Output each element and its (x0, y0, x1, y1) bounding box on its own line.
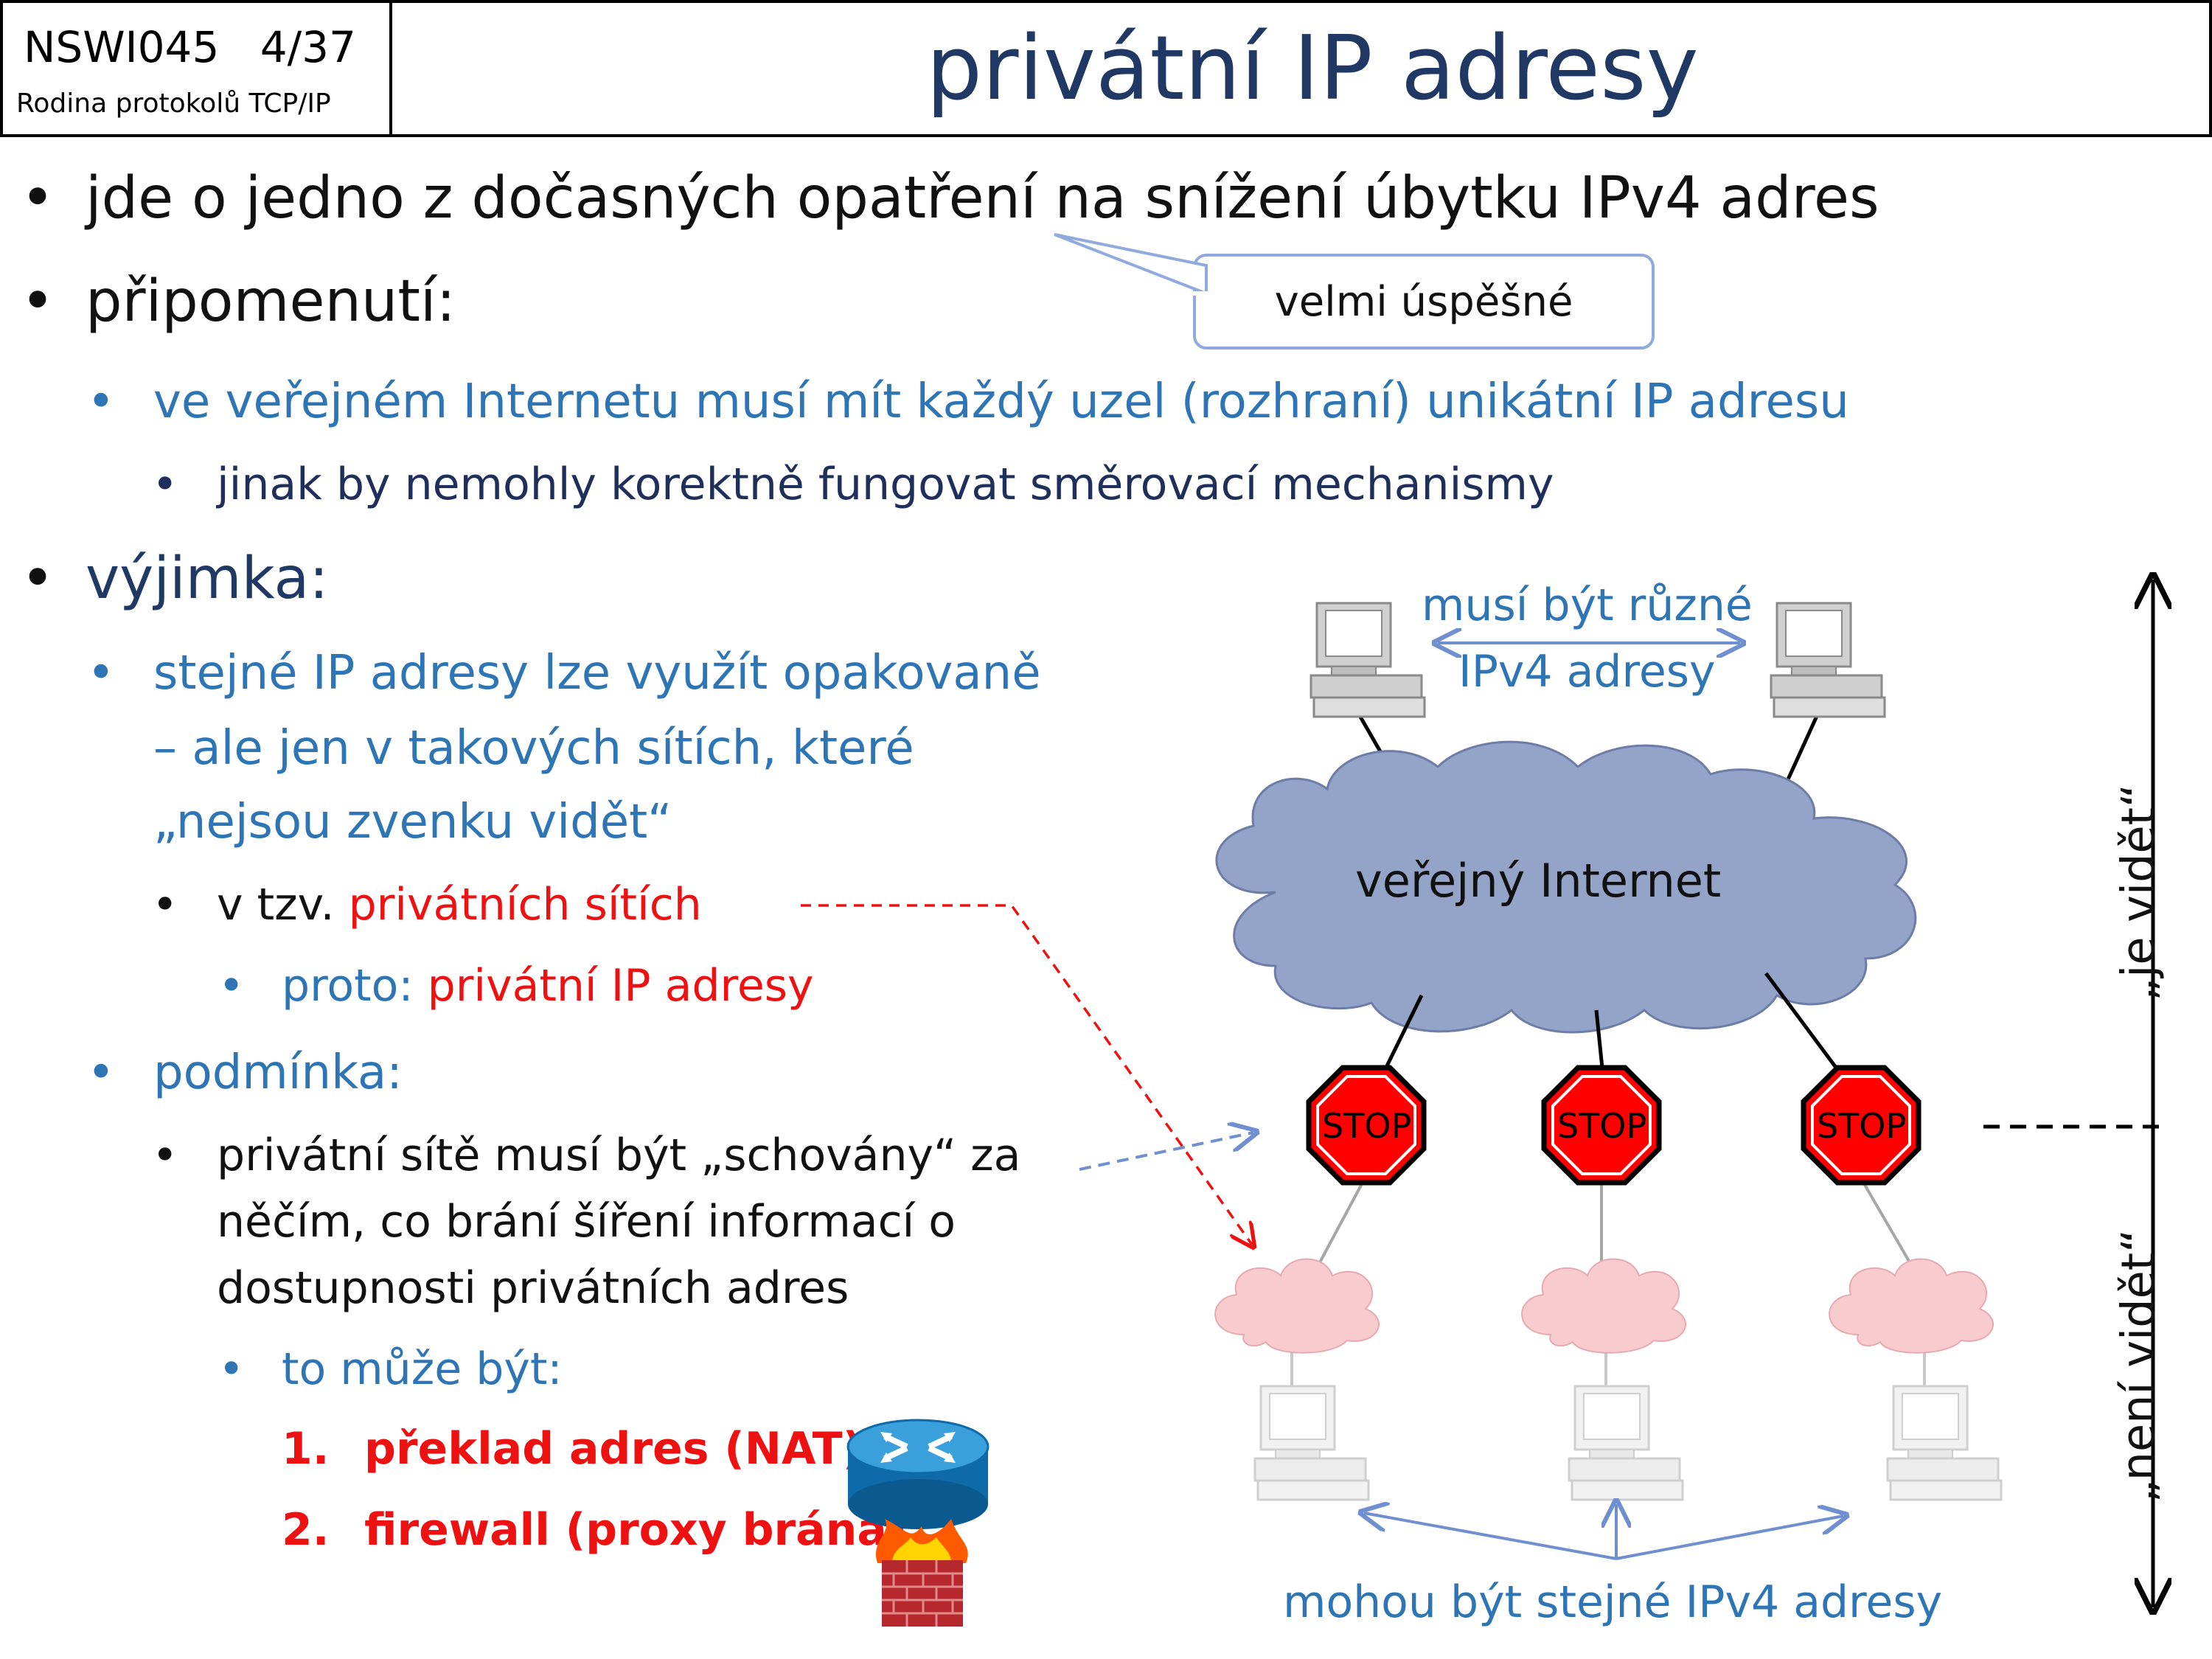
cloud-label: veřejný Internet (1355, 854, 1722, 908)
stop-label: STOP (1557, 1106, 1647, 1146)
option-1-number: 1. (282, 1423, 330, 1475)
bullet-condition-line3: dostupnosti privátních adres (217, 1262, 849, 1314)
bullet-main-3: výjimka: (86, 546, 329, 612)
bullet-marker: • (87, 646, 115, 700)
bullet-sub-2-1-1: jinak by nemohly korektně fungovat směro… (217, 459, 1554, 510)
bullet-marker: • (152, 879, 178, 931)
course-code-and-page: NSWI045 4/37 (24, 22, 356, 72)
bullet-sub-3-1-line3: „nejsou zvenku vidět“ (153, 795, 672, 849)
text-prefix: proto: (282, 960, 428, 1012)
private-networks-highlight: privátních sítích (348, 879, 702, 931)
option-2-number: 2. (282, 1504, 330, 1556)
top-label-line1: musí být různé (1422, 580, 1753, 631)
bullet-main-2: připomenutí: (86, 268, 456, 335)
visible-label: „je vidět“ (2111, 783, 2166, 1002)
course-code: NSWI045 (24, 22, 220, 72)
hidden-label: „není vidět“ (2111, 1228, 2166, 1503)
bullet-main-1: jde o jedno z dočasných opatření na sníž… (86, 165, 1879, 232)
computer-icon (1770, 602, 1886, 718)
cloud-icon (1521, 1258, 1687, 1354)
router-icon (846, 1419, 990, 1529)
bullet-condition-line1: privátní sítě musí být „schovány“ za (217, 1130, 1021, 1181)
bullet-marker: • (87, 1046, 115, 1100)
callout-box: velmi úspěšné (1193, 254, 1655, 349)
bullet-marker: • (152, 1130, 178, 1181)
stop-label: STOP (1817, 1106, 1907, 1146)
computer-icon (1568, 1385, 1684, 1501)
page-number: 4/37 (260, 22, 356, 72)
bullet-condition-line2: něčím, co brání šíření informací o (217, 1196, 956, 1248)
bullet-sub-3-2: podmínka: (153, 1046, 403, 1100)
bullet-marker: • (21, 268, 55, 335)
text-prefix: v tzv. (217, 879, 349, 931)
header-info-box: NSWI045 4/37 Rodina protokolů TCP/IP (0, 0, 392, 137)
bullet-private-addresses: proto: privátní IP adresy (282, 960, 814, 1012)
bullet-sub-2-1: ve veřejném Internetu musí mít každý uze… (153, 375, 1849, 429)
computer-icon (1310, 602, 1426, 718)
page-title: privátní IP adresy (926, 18, 1699, 120)
bullet-marker: • (87, 375, 115, 429)
option-2-firewall: firewall (proxy brána) (364, 1504, 908, 1556)
bullet-sub-3-1-line2: – ale jen v takových sítích, které (153, 721, 914, 776)
computer-icon (1253, 1385, 1370, 1501)
callout-pointer (1054, 233, 1208, 296)
bullet-options: to může být: (282, 1343, 563, 1395)
bullet-marker: • (218, 960, 245, 1012)
bullet-marker: • (218, 1343, 245, 1395)
bullet-marker: • (21, 546, 55, 612)
cloud-icon (1214, 1258, 1380, 1354)
bullet-marker: • (152, 459, 178, 510)
bullet-sub-3-1-line1: stejné IP adresy lze využít opakovaně (153, 646, 1041, 700)
cloud-icon (1829, 1258, 1994, 1354)
bullet-marker: • (21, 165, 55, 232)
bottom-label: mohou být stejné IPv4 adresy (1283, 1576, 1943, 1628)
firewall-icon (875, 1519, 968, 1627)
course-subtitle: Rodina protokolů TCP/IP (16, 88, 331, 119)
bullet-private-networks: v tzv. privátních sítích (217, 879, 702, 931)
option-1-nat: překlad adres (NAT) (364, 1423, 863, 1475)
top-label-line2: IPv4 adresy (1458, 646, 1716, 698)
private-addresses-highlight: privátní IP adresy (427, 960, 814, 1012)
cloud-icon (1215, 740, 1917, 1034)
header-title-box (389, 0, 2212, 137)
computer-icon (1886, 1385, 2003, 1501)
stop-label: STOP (1322, 1106, 1412, 1146)
